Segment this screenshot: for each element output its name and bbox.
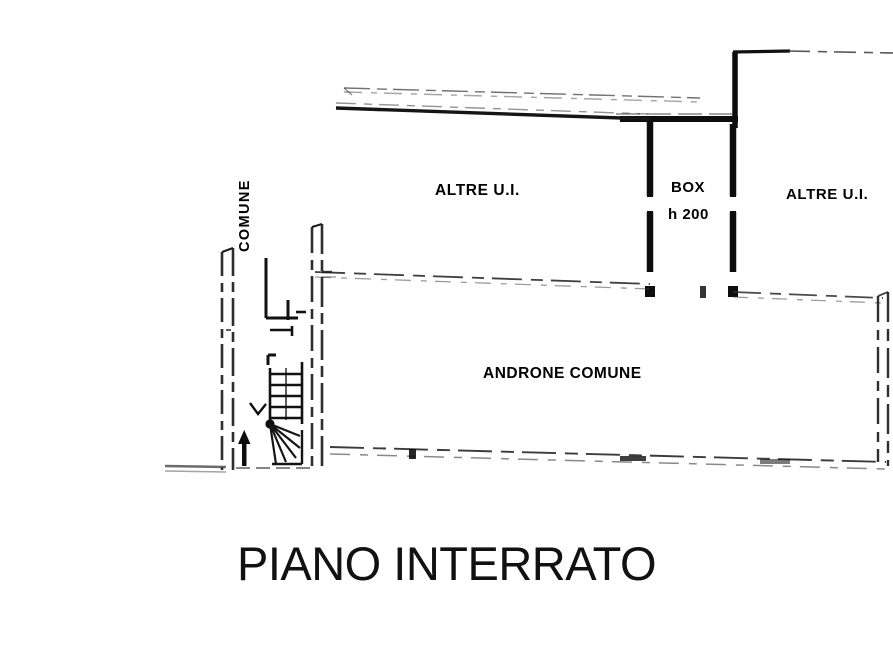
page-title: PIANO INTERRATO: [236, 537, 657, 590]
box-enclosure: [616, 113, 740, 297]
comune-stairwell-walls: [220, 223, 324, 470]
staircase-straight-treads: [266, 353, 304, 424]
staircase-winder-treads: [265, 419, 304, 466]
upper-left-wall-run: [335, 102, 651, 121]
androne-bottom-wall: [329, 446, 887, 470]
entry-threshold-line: [164, 464, 316, 473]
top-right-wall: [732, 49, 893, 128]
comune-interior-partition: [264, 258, 306, 336]
stair-to-androne-connector: [322, 270, 336, 278]
upper-projection-lines: [343, 87, 701, 103]
right-edge-walls: [876, 291, 890, 466]
androne-top-wall: [314, 271, 884, 304]
stair-direction-arrows: [238, 402, 267, 466]
